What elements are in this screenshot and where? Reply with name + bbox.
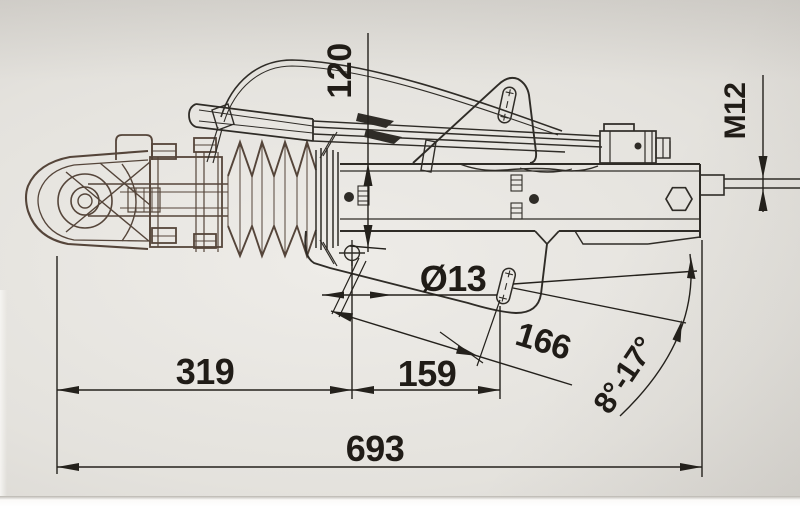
cable-stop xyxy=(420,139,437,173)
bowden-cable xyxy=(206,59,563,173)
drawbar-tube xyxy=(340,163,800,246)
spring-cylinder xyxy=(599,123,671,164)
tube-hole-dot xyxy=(344,192,354,202)
slotted-hole-lower xyxy=(495,267,517,305)
ratchet-pawl xyxy=(356,113,394,128)
dim-angle-rays xyxy=(512,270,698,324)
slotted-hole-upper xyxy=(497,86,517,124)
dim-166-line xyxy=(330,310,573,386)
dim-120-label: 120 xyxy=(321,43,359,98)
handbrake-lever xyxy=(188,103,671,173)
flange-ring xyxy=(315,131,339,267)
dim-166-label: 166 xyxy=(511,315,575,367)
paper-left-highlight xyxy=(0,290,7,507)
dimension-lines xyxy=(56,33,768,477)
dim-angle-label: 8°-17° xyxy=(586,331,662,420)
paper-bottom-edge xyxy=(0,496,800,507)
cable-adjuster xyxy=(211,103,235,131)
clamp-housing xyxy=(88,134,228,252)
coupling-head xyxy=(24,149,151,251)
dim-319-label: 319 xyxy=(176,351,235,392)
dim-m12-label: M12 xyxy=(719,83,752,140)
bellows xyxy=(227,138,317,259)
hex-hole xyxy=(665,186,693,212)
dim-693-label: 693 xyxy=(346,428,405,469)
tube-hole-dot xyxy=(529,194,539,204)
support-bracket-plate xyxy=(412,76,538,164)
vent-slots xyxy=(357,174,523,220)
dim-159-label: 159 xyxy=(398,353,457,394)
dim-d13-label: Ø13 xyxy=(420,258,487,299)
ratchet-pawl xyxy=(364,129,402,144)
